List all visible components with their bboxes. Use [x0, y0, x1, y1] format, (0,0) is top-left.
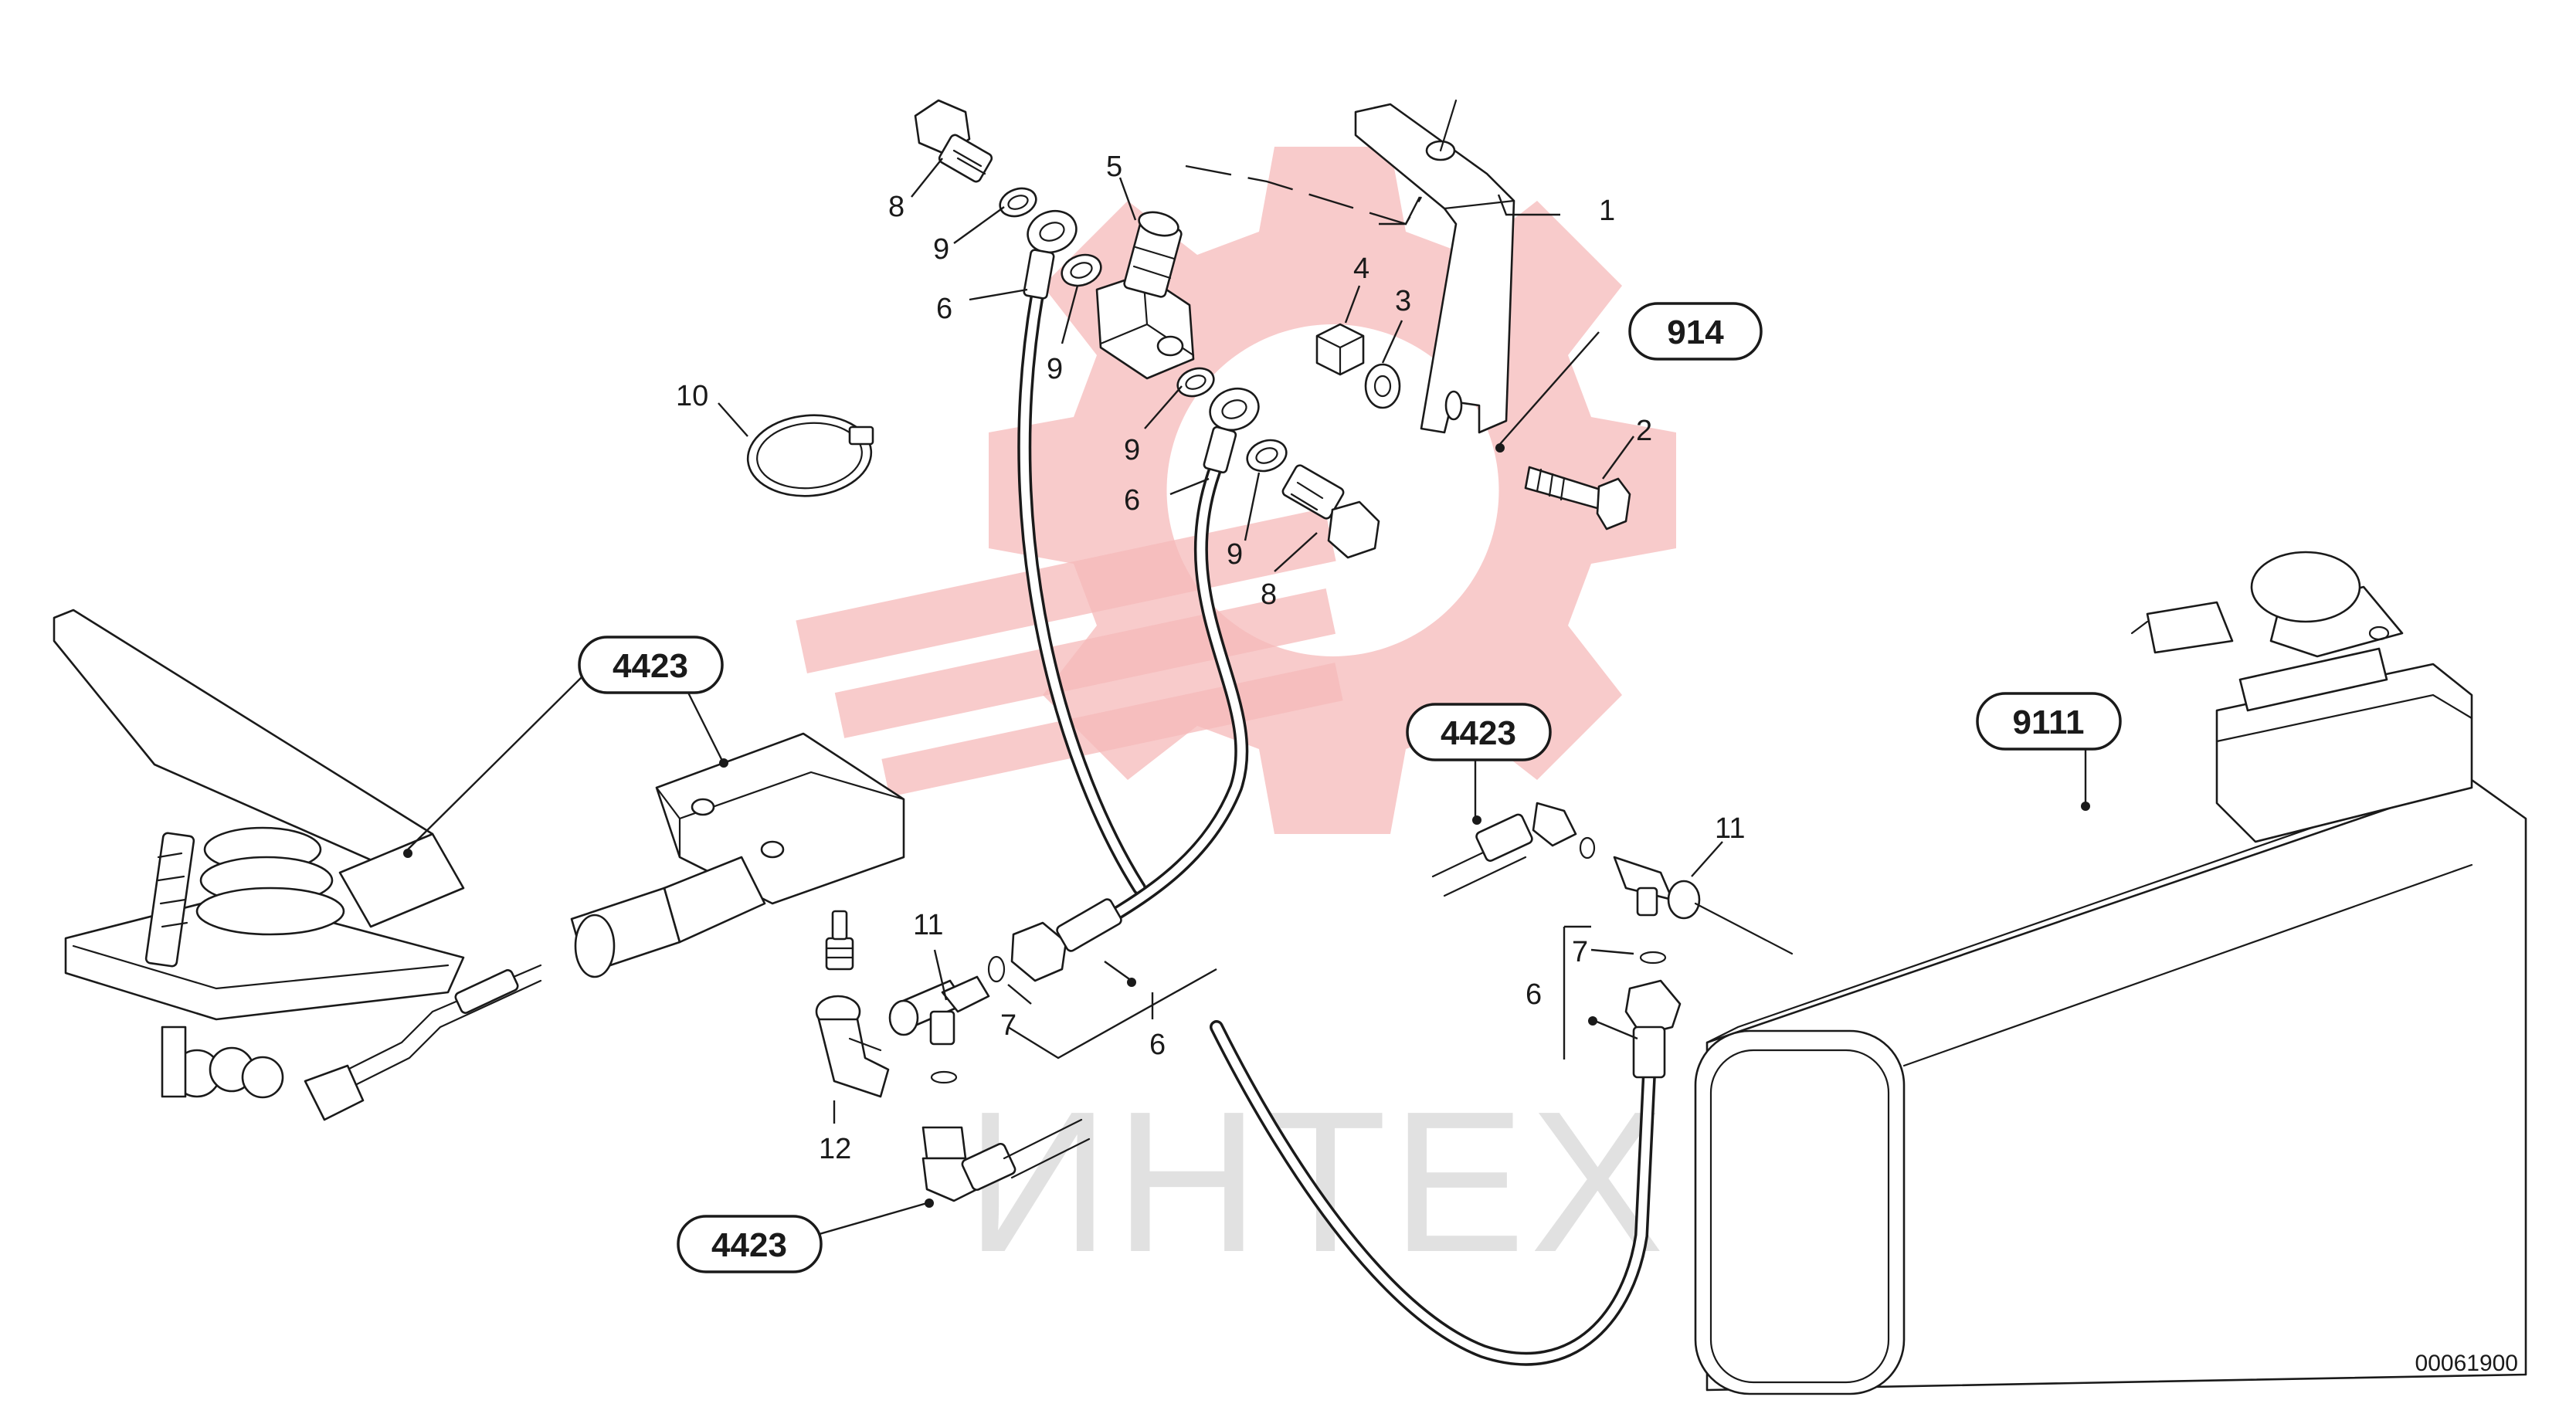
callout-6-middle: 6 [1124, 484, 1140, 517]
ref-label-4423-pedal: 4423 [578, 636, 724, 694]
callout-11-right: 11 [1715, 812, 1745, 845]
washer-9c [1176, 367, 1215, 398]
callout-11-left: 11 [913, 909, 943, 941]
callout-5: 5 [1106, 151, 1122, 183]
hose-end-nut-left [1010, 898, 1122, 982]
elbow-fitting-12 [815, 995, 890, 1098]
hose-lower [1210, 1020, 1656, 1366]
callout-9a: 9 [933, 233, 949, 266]
o-ring-lower [930, 1070, 958, 1084]
callout-9b: 9 [1047, 353, 1063, 385]
callout-6-upper: 6 [936, 293, 952, 325]
hose-middle [1067, 449, 1249, 945]
o-ring-7-right [1639, 951, 1667, 965]
callout-8-upper: 8 [888, 191, 904, 223]
hose-end-elbow-right [1431, 802, 1577, 897]
callout-6-lower: 6 [1149, 1029, 1166, 1061]
callout-7-left: 7 [1000, 1009, 1016, 1042]
straight-adapter [825, 910, 854, 971]
drawing-number: 00061900 [2415, 1351, 2518, 1376]
callout-4: 4 [1353, 253, 1369, 285]
callout-1: 1 [1599, 195, 1615, 227]
callout-9c: 9 [1124, 434, 1140, 466]
banjo-bolt-upper [914, 99, 993, 183]
watermark-text: ИНТЕХ [966, 1070, 1668, 1294]
ref-label-4423-pedal-text: 4423 [613, 647, 688, 685]
bolt-2 [1524, 466, 1631, 531]
callout-8-lower: 8 [1261, 578, 1277, 611]
ref-label-914-text: 914 [1667, 314, 1724, 351]
callout-6-right: 6 [1526, 978, 1542, 1011]
washer-9a [999, 187, 1037, 218]
tee-junction-block [1095, 211, 1195, 380]
tee-fitting-11-right [1613, 856, 1794, 955]
tee-fitting-11-left [888, 975, 990, 1046]
o-ring-upper-right [1579, 836, 1596, 859]
banjo-eye-right [1203, 387, 1260, 474]
callout-3: 3 [1395, 285, 1411, 317]
hose-left [1017, 279, 1146, 895]
callout-7-right: 7 [1572, 936, 1588, 968]
hose-clamp [746, 414, 874, 497]
callout-12: 12 [819, 1133, 851, 1165]
ref-label-4423-lower: 4423 [677, 1215, 823, 1273]
leader-dots [403, 443, 2090, 1208]
ref-label-4423-upper-text: 4423 [1441, 714, 1516, 752]
washer-9b [1061, 253, 1102, 287]
callout-9d: 9 [1227, 538, 1243, 571]
fluid-reservoir-tank [1694, 771, 2527, 1395]
ref-label-4423-lower-text: 4423 [711, 1226, 787, 1264]
banjo-bolt-lower [1281, 464, 1380, 559]
hex-nut-4 [1315, 323, 1365, 376]
ref-label-4423-upper: 4423 [1406, 703, 1552, 761]
elbow-fitting-bottom [921, 1118, 1091, 1202]
callout-2: 2 [1636, 415, 1652, 447]
mounting-bracket [1354, 99, 1515, 434]
reservoir-filler-cap [2130, 551, 2473, 843]
clutch-pedal-assembly [53, 609, 905, 1121]
hose-end-nut-right [1624, 979, 1682, 1079]
ref-label-9111: 9111 [1976, 692, 2122, 751]
washer-3 [1364, 363, 1401, 409]
ref-label-914: 914 [1628, 302, 1763, 361]
banjo-eye-left [1023, 209, 1078, 300]
o-ring-7-left [987, 955, 1006, 983]
ref-label-9111-text: 9111 [2012, 704, 2084, 741]
callout-10: 10 [676, 380, 708, 412]
washer-9d [1246, 439, 1288, 473]
